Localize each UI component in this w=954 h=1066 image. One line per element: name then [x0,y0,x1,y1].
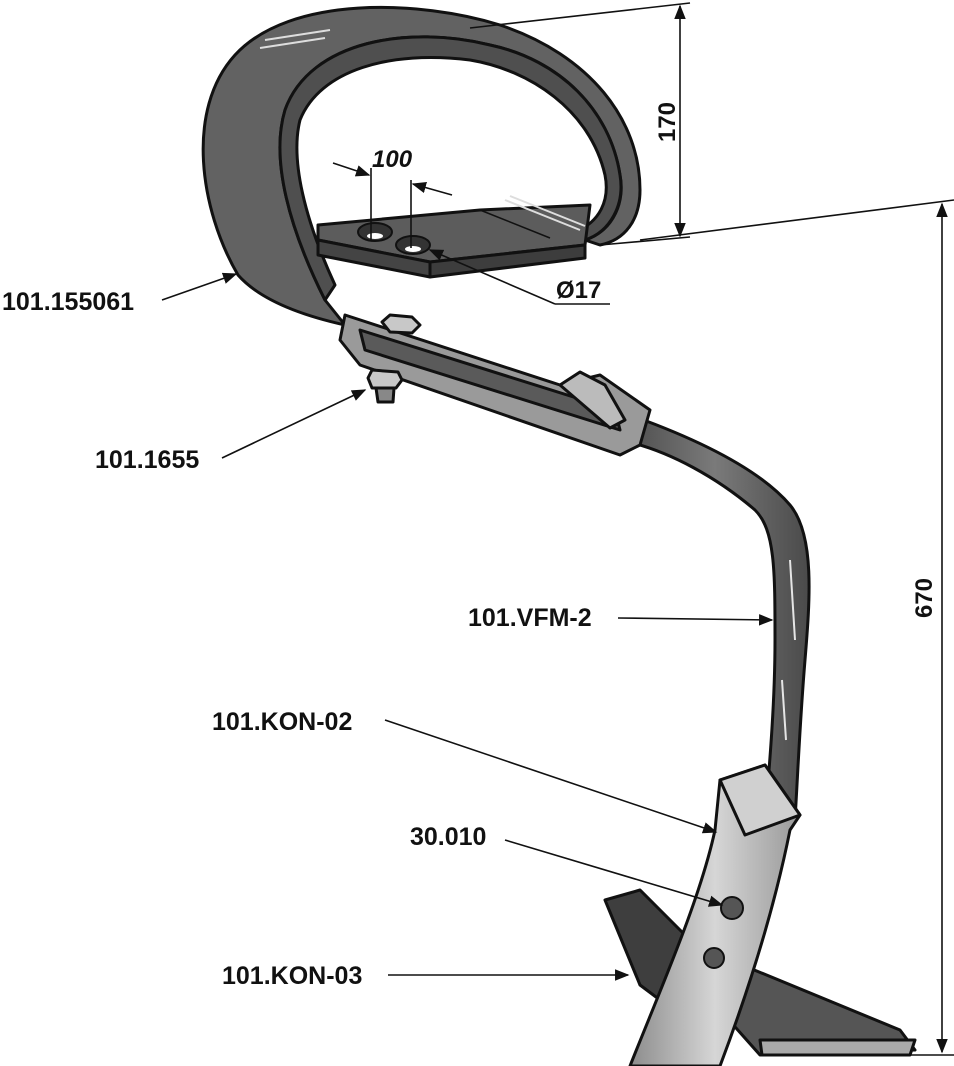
callout-share-upper: 101.KON-02 [212,708,718,834]
dimension-100-label: 100 [372,146,413,173]
callout-share-lower: 101.KON-03 [222,962,630,990]
pin-hole [720,896,744,920]
part-label-bolt: 101.1655 [95,446,199,474]
bolt-part [366,313,422,404]
part-label-share-lower: 101.KON-03 [222,962,362,990]
dimension-170-label: 170 [654,102,681,142]
dimension-diameter-label: Ø17 [556,277,601,304]
mount-hole-1 [357,222,393,242]
part-label-tine: 101.VFM-2 [468,604,592,632]
callout-pin: 30.010 [410,823,724,907]
tine-part [618,413,811,822]
callout-spring: 101.155061 [2,272,238,316]
part-label-spring: 101.155061 [2,288,134,316]
dimension-170: 170 [469,2,691,246]
part-label-share-upper: 101.KON-02 [212,708,352,736]
spring-part [201,5,642,327]
part-label-pin: 30.010 [410,823,486,851]
clamp-bracket [338,313,652,457]
dimension-670-label: 670 [911,578,938,618]
callout-tine: 101.VFM-2 [468,604,774,632]
dimension-670: 670 [639,199,954,1056]
dimension-diameter: Ø17 [428,249,610,305]
mount-hole-2 [395,235,431,255]
callout-bolt: 101.1655 [95,389,367,474]
dimension-100: 100 [332,146,453,248]
